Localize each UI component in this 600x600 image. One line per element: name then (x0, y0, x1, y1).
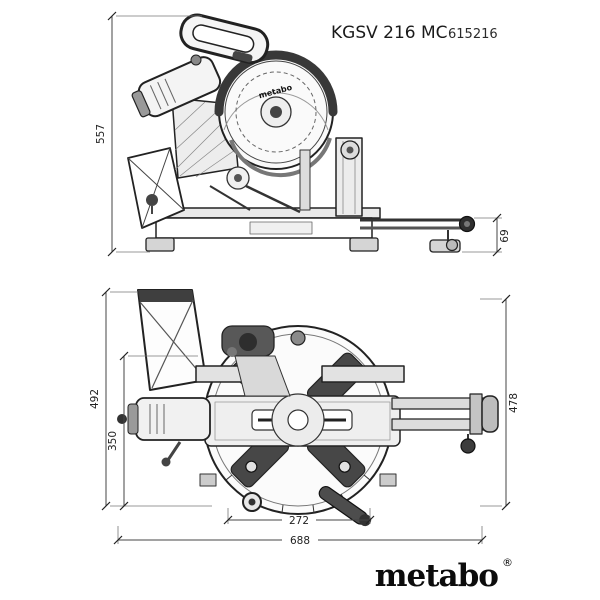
top-miter-lever (318, 485, 372, 527)
side-motor (131, 56, 222, 118)
dimension-top-depth-front: 350 (107, 351, 198, 511)
metabo-logo: metabo ® (375, 556, 513, 594)
dimension-top-width-total: 688 (113, 526, 487, 547)
top-motor (135, 397, 211, 441)
top-rail-end-cap (481, 395, 499, 433)
metabo-logo-text: metabo (375, 558, 499, 594)
side-view-drawing: metabo (127, 13, 476, 253)
dim-label-272: 272 (289, 515, 309, 527)
side-arbor (270, 106, 282, 118)
side-foot-mid (349, 237, 379, 252)
side-foot-left (145, 237, 175, 252)
dimension-top-width-inner: 272 (223, 508, 375, 527)
side-lower-guard (229, 137, 332, 178)
dimension-side-height: 557 (95, 11, 202, 257)
side-trigger (232, 51, 253, 63)
dim-label-492: 492 (89, 389, 101, 409)
top-view-drawing (117, 289, 499, 527)
product-sku: 615216 (448, 27, 498, 42)
top-left-knob (117, 414, 127, 424)
registered-trademark-symbol: ® (502, 556, 513, 569)
top-foot-left (199, 473, 217, 487)
dim-label-478: 478 (508, 393, 520, 413)
dim-label-350: 350 (107, 431, 119, 451)
dim-label-688: 688 (290, 535, 310, 547)
dim-label-69: 69 (499, 229, 511, 242)
top-rail-knob (460, 438, 476, 454)
dimension-top-depth-right: 478 (480, 294, 520, 511)
dim-label-557: 557 (95, 124, 107, 144)
side-saw-blade (235, 71, 317, 153)
top-foot-right (379, 473, 397, 487)
product-title: KGSV 216 MC (331, 23, 448, 43)
side-upper-guard (214, 50, 338, 117)
dimension-top-depth-total: 492 (89, 287, 212, 511)
side-leveling-wheel (445, 238, 459, 252)
dimension-side-base-height: 69 (462, 213, 511, 257)
top-fence-right (321, 365, 405, 383)
side-handle (179, 13, 270, 65)
side-clamp-knob (146, 194, 158, 206)
